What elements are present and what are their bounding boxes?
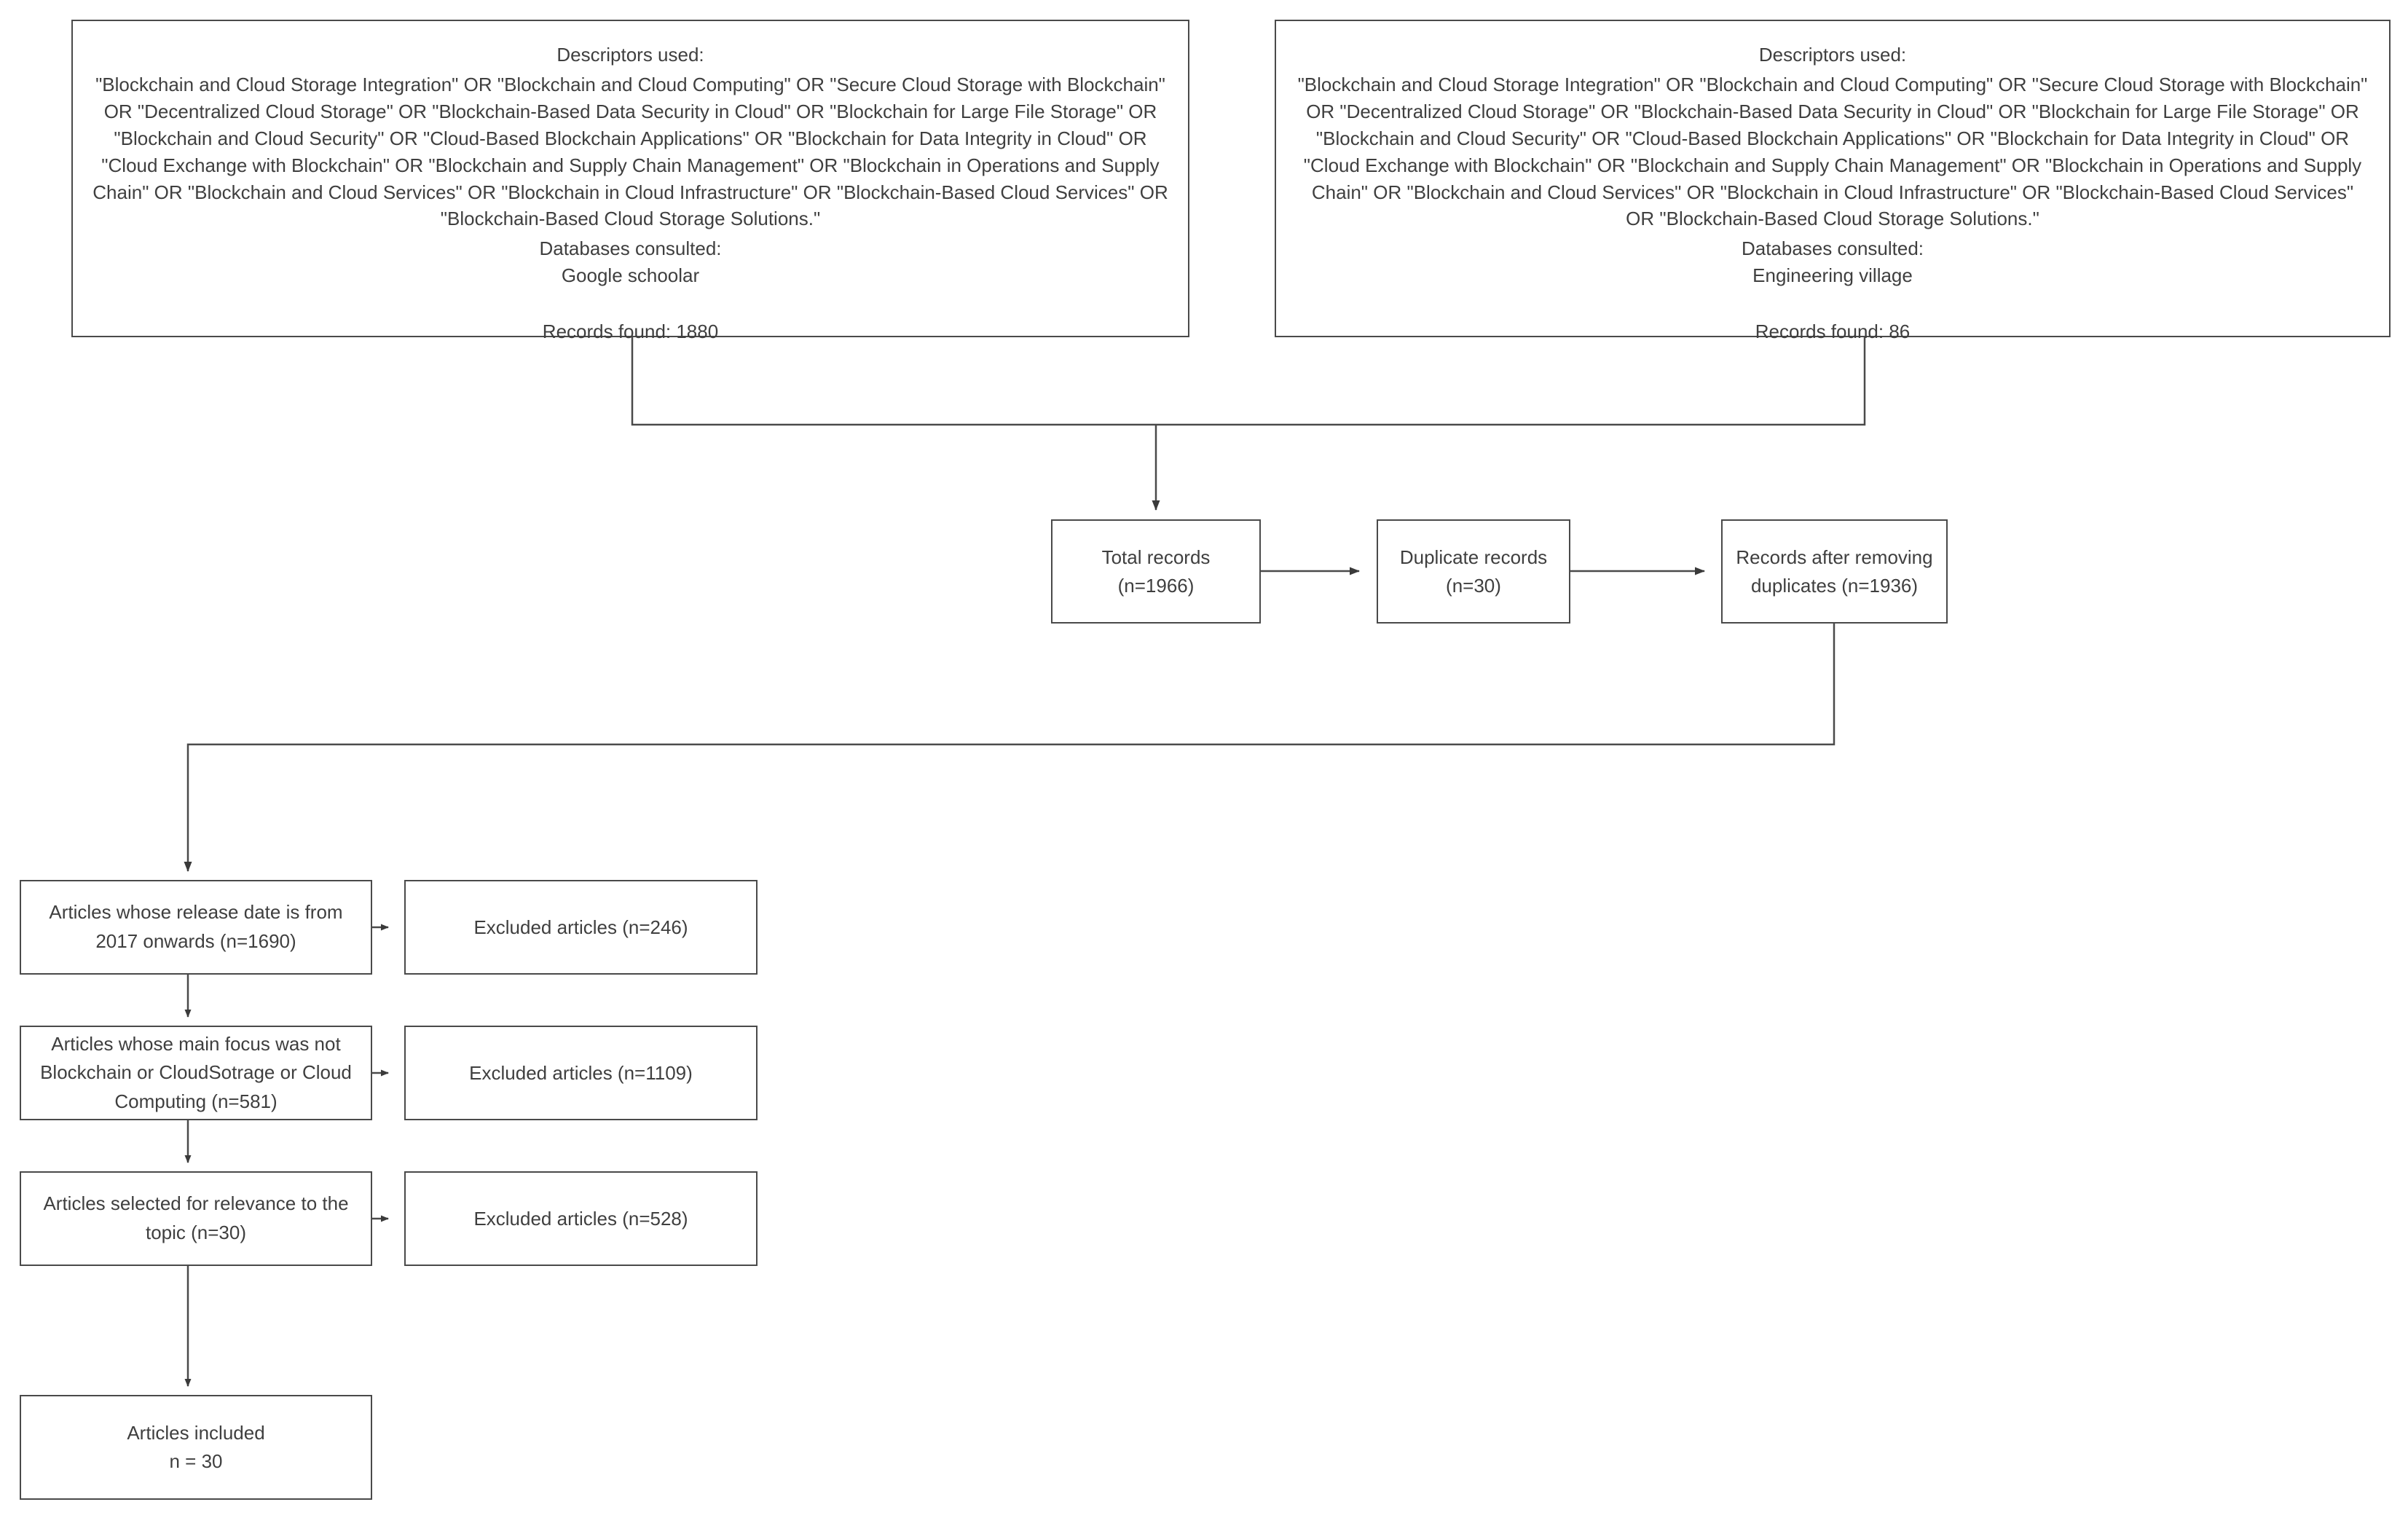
- node-excluded-articles-528-label: Excluded articles (n=528): [473, 1207, 688, 1230]
- node-records-after-removing-duplicates-line1: Records after removing: [1736, 546, 1933, 568]
- node-articles-included: Articles included n = 30: [20, 1395, 372, 1500]
- database-name-engineering-village: Engineering village: [1752, 264, 1913, 287]
- records-found-engineering-village: Records found: 86: [1755, 320, 1911, 343]
- node-records-after-removing-duplicates: Records after removing duplicates (n=193…: [1721, 519, 1948, 624]
- node-articles-main-focus-not-blockchain-line3: Computing (n=581): [114, 1090, 278, 1112]
- connector-engvillage-to-junction: [1156, 337, 1866, 426]
- databases-heading-google-scholar: Databases consulted:: [539, 237, 722, 260]
- node-articles-main-focus-not-blockchain-line2: Blockchain or CloudSotrage or Cloud: [40, 1061, 352, 1084]
- node-excluded-articles-528: Excluded articles (n=528): [404, 1171, 758, 1266]
- node-articles-release-date-2017-line2: 2017 onwards (n=1690): [95, 930, 296, 952]
- node-articles-selected-for-relevance-line2: topic (n=30): [145, 1222, 247, 1243]
- node-duplicate-records: Duplicate records (n=30): [1377, 519, 1570, 624]
- node-articles-release-date-2017-line1: Articles whose release date is from: [49, 901, 343, 924]
- descriptors-text-engineering-village: "Blockchain and Cloud Storage Integratio…: [1297, 73, 2368, 230]
- node-articles-included-line2: n = 30: [169, 1450, 223, 1472]
- search-source-box-google-scholar: Descriptors used: "Blockchain and Cloud …: [71, 20, 1189, 342]
- node-excluded-articles-1109: Excluded articles (n=1109): [404, 1026, 758, 1120]
- descriptors-text-google-scholar: "Blockchain and Cloud Storage Integratio…: [93, 73, 1168, 230]
- connector-afterdup-to-stage1: [184, 624, 1835, 872]
- node-total-records-line2: (n=1966): [1117, 574, 1195, 597]
- node-excluded-articles-246: Excluded articles (n=246): [404, 880, 758, 975]
- node-articles-main-focus-not-blockchain: Articles whose main focus was not Blockc…: [20, 1026, 372, 1120]
- node-total-records-line1: Total records: [1101, 546, 1211, 568]
- node-articles-main-focus-not-blockchain-line1: Articles whose main focus was not: [51, 1032, 341, 1055]
- node-articles-release-date-2017: Articles whose release date is from 2017…: [20, 880, 372, 975]
- search-source-box-engineering-village: Descriptors used: "Blockchain and Cloud …: [1275, 20, 2391, 342]
- node-excluded-articles-246-label: Excluded articles (n=246): [473, 916, 688, 938]
- descriptors-heading-google-scholar: Descriptors used:: [556, 44, 704, 66]
- node-excluded-articles-1109-label: Excluded articles (n=1109): [469, 1061, 693, 1084]
- node-total-records: Total records (n=1966): [1051, 519, 1261, 624]
- database-name-google-scholar: Google schoolar: [561, 264, 700, 287]
- connector-scholar-to-junction: [631, 337, 1156, 426]
- node-duplicate-records-line1: Duplicate records: [1399, 546, 1548, 568]
- records-found-google-scholar: Records found: 1880: [542, 320, 719, 343]
- descriptors-heading-engineering-village: Descriptors used:: [1758, 44, 1907, 66]
- databases-heading-engineering-village: Databases consulted:: [1741, 237, 1924, 260]
- node-articles-included-line1: Articles included: [127, 1422, 265, 1444]
- node-articles-selected-for-relevance: Articles selected for relevance to the t…: [20, 1171, 372, 1266]
- node-duplicate-records-line2: (n=30): [1446, 574, 1501, 597]
- node-articles-selected-for-relevance-line1: Articles selected for relevance to the: [43, 1192, 349, 1215]
- node-records-after-removing-duplicates-line2: duplicates (n=1936): [1750, 574, 1919, 597]
